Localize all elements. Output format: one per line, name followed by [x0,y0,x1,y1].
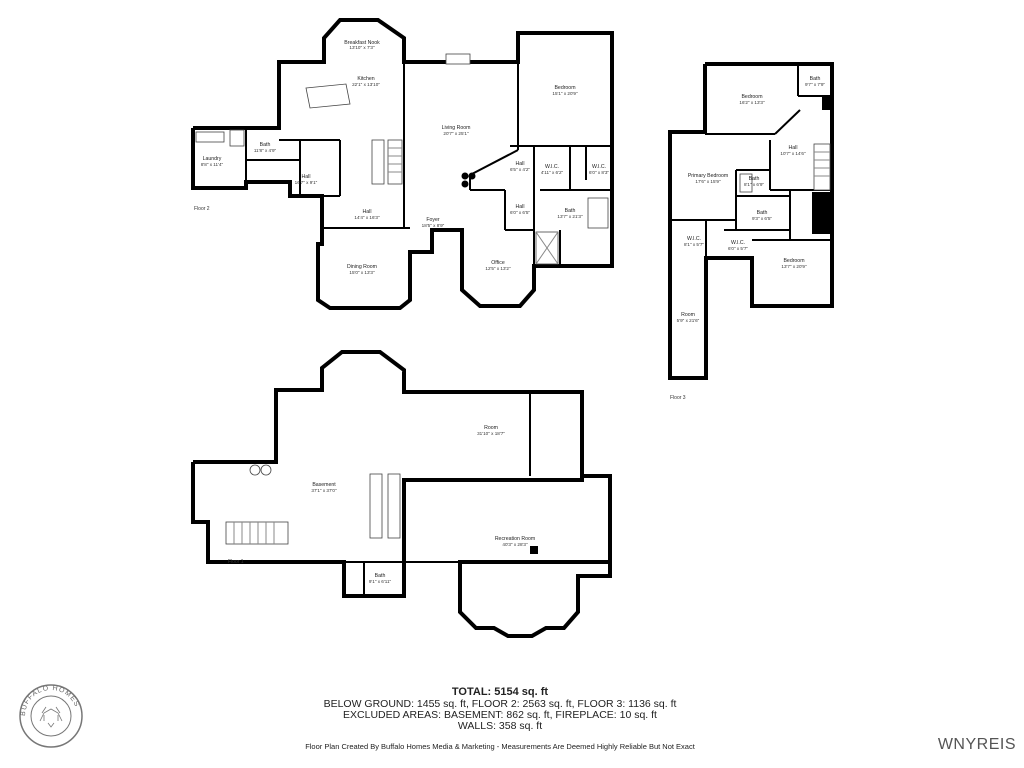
floor-2-stairs [371,139,403,185]
fireplace [445,53,471,65]
svg-text:37'1" x 37'0": 37'1" x 37'0" [311,488,337,493]
svg-text:12'5" x 13'2": 12'5" x 13'2" [485,266,511,271]
label-hall-f2-a: Hall [302,174,311,180]
svg-text:20'7" x 25'1": 20'7" x 25'1" [443,131,469,136]
label-laundry: Laundry [203,156,222,162]
svg-text:16'2" x 13'3": 16'2" x 13'3" [739,100,765,105]
svg-text:6'5" x 4'2": 6'5" x 4'2" [510,167,530,172]
svg-text:40'3" x 28'3": 40'3" x 28'3" [502,542,528,547]
svg-text:10'7" x 14'6": 10'7" x 14'6" [780,151,806,156]
label-bath-f3-a: Bath [810,76,821,82]
svg-text:9'7" x 7'9": 9'7" x 7'9" [805,82,825,87]
svg-text:15'0" x 13'3": 15'0" x 13'3" [349,270,375,275]
label-room-f3: Room [681,312,695,318]
label-bath-f3-c: Bath [757,210,768,216]
svg-text:8'1" x 5'7": 8'1" x 5'7" [684,242,704,247]
label-bedroom-f2: Bedroom [554,85,575,91]
floor-3-plan: Bedroom 16'2" x 13'3" Bath 9'7" x 7'9" H… [668,62,834,401]
label-wic-f3-b: W.I.C. [731,240,745,246]
summary-credit: Floor Plan Created By Buffalo Homes Medi… [305,742,695,751]
label-wic-f3-a: W.I.C. [687,236,701,242]
svg-text:31'10" x 18'7": 31'10" x 18'7" [477,431,505,436]
svg-text:13'10" x 7'3": 13'10" x 7'3" [349,45,375,50]
label-hall-f2-b: Hall [363,209,372,215]
svg-text:9'3" x 6'5": 9'3" x 6'5" [752,216,772,221]
svg-text:13'7" x 20'9": 13'7" x 20'9" [781,264,807,269]
svg-text:6'0" x 5'7": 6'0" x 5'7" [728,246,748,251]
label-recreation-room: Recreation Room [495,536,535,542]
summary-line-3: WALLS: 358 sq. ft [457,720,543,732]
label-hall-f3: Hall [789,145,798,151]
buffalo-homes-logo: BUFFALO HOMES [19,684,83,748]
label-bedroom-f3-b: Bedroom [783,258,804,264]
floor-3-label: Floor 3 [670,395,686,401]
label-hall-f2-c: Hall [516,161,525,167]
label-bath-f2-b: Bath [565,208,576,214]
floor-1-label: Floor 1 [228,559,244,565]
label-kitchen: Kitchen [357,76,374,82]
svg-text:16'7" x 9'1": 16'7" x 9'1" [295,180,318,185]
svg-text:13'7" x 21'3": 13'7" x 21'3" [557,214,583,219]
label-basement: Basement [312,482,336,488]
logo-emblem-icon [39,706,63,728]
label-bath-f1: Bath [375,573,386,579]
svg-text:9'1" x 6'11": 9'1" x 6'11" [369,579,392,584]
label-wic-f2-a: W.I.C. [545,164,559,170]
label-primary-bedroom: Primary Bedroom [688,173,728,179]
summary-line-1: BELOW GROUND: 1455 sq. ft, FLOOR 2: 2563… [323,698,677,710]
label-breakfast-nook: Breakfast Nook [344,40,380,46]
label-bath-f2: Bath [260,142,271,148]
svg-text:5'9" x 21'6": 5'9" x 21'6" [677,318,700,323]
svg-text:6'0" x 8'3": 6'0" x 8'3" [589,170,609,175]
floor-2-plan: Breakfast Nook 13'10" x 7'3" Kitchen 22'… [191,18,614,310]
svg-text:4'11" x 6'2": 4'11" x 6'2" [541,170,564,175]
label-hall-f2-d: Hall [516,204,525,210]
floor-1-interior-walls [344,392,531,596]
svg-text:11'8" x 4'9": 11'8" x 4'9" [254,148,277,153]
floor-1-plan: Room 31'10" x 18'7" Basement 37'1" x 37'… [191,350,612,638]
svg-text:6'0" x 6'5": 6'0" x 6'5" [510,210,530,215]
svg-text:8'8" x 11'4": 8'8" x 11'4" [201,162,224,167]
svg-text:22'1" x 13'10": 22'1" x 13'10" [352,82,380,87]
brand-watermark: WNYREIS [937,736,1016,753]
label-wic-f2-b: W.I.C. [592,164,606,170]
svg-text:8'1" x 6'9": 8'1" x 6'9" [744,182,764,187]
label-dining-room: Dining Room [347,264,377,270]
label-bath-f3-b: Bath [749,176,760,182]
label-foyer: Foyer [426,217,440,223]
summary-line-2: EXCLUDED AREAS: BASEMENT: 862 sq. ft, FI… [343,709,657,721]
summary-total: TOTAL: 5154 sq. ft [451,686,549,698]
svg-text:17'6" x 15'9": 17'6" x 15'9" [695,179,721,184]
svg-text:18'5" x 8'9": 18'5" x 8'9" [422,223,445,228]
label-room-f1: Room [484,425,498,431]
floor-2-exterior-wall [191,18,614,310]
svg-text:BUFFALO HOMES: BUFFALO HOMES [20,685,80,716]
svg-text:14'4" x 16'3": 14'4" x 16'3" [354,215,380,220]
kitchen-island [305,83,351,109]
floor-1-exterior-wall [191,350,612,638]
label-office: Office [491,260,505,266]
floor-2-label: Floor 2 [194,206,210,212]
label-living-room: Living Room [442,125,471,131]
label-bedroom-f3-a: Bedroom [741,94,762,100]
logo-text: BUFFALO HOMES [20,685,79,716]
svg-text:15'1" x 20'9": 15'1" x 20'9" [552,91,578,96]
